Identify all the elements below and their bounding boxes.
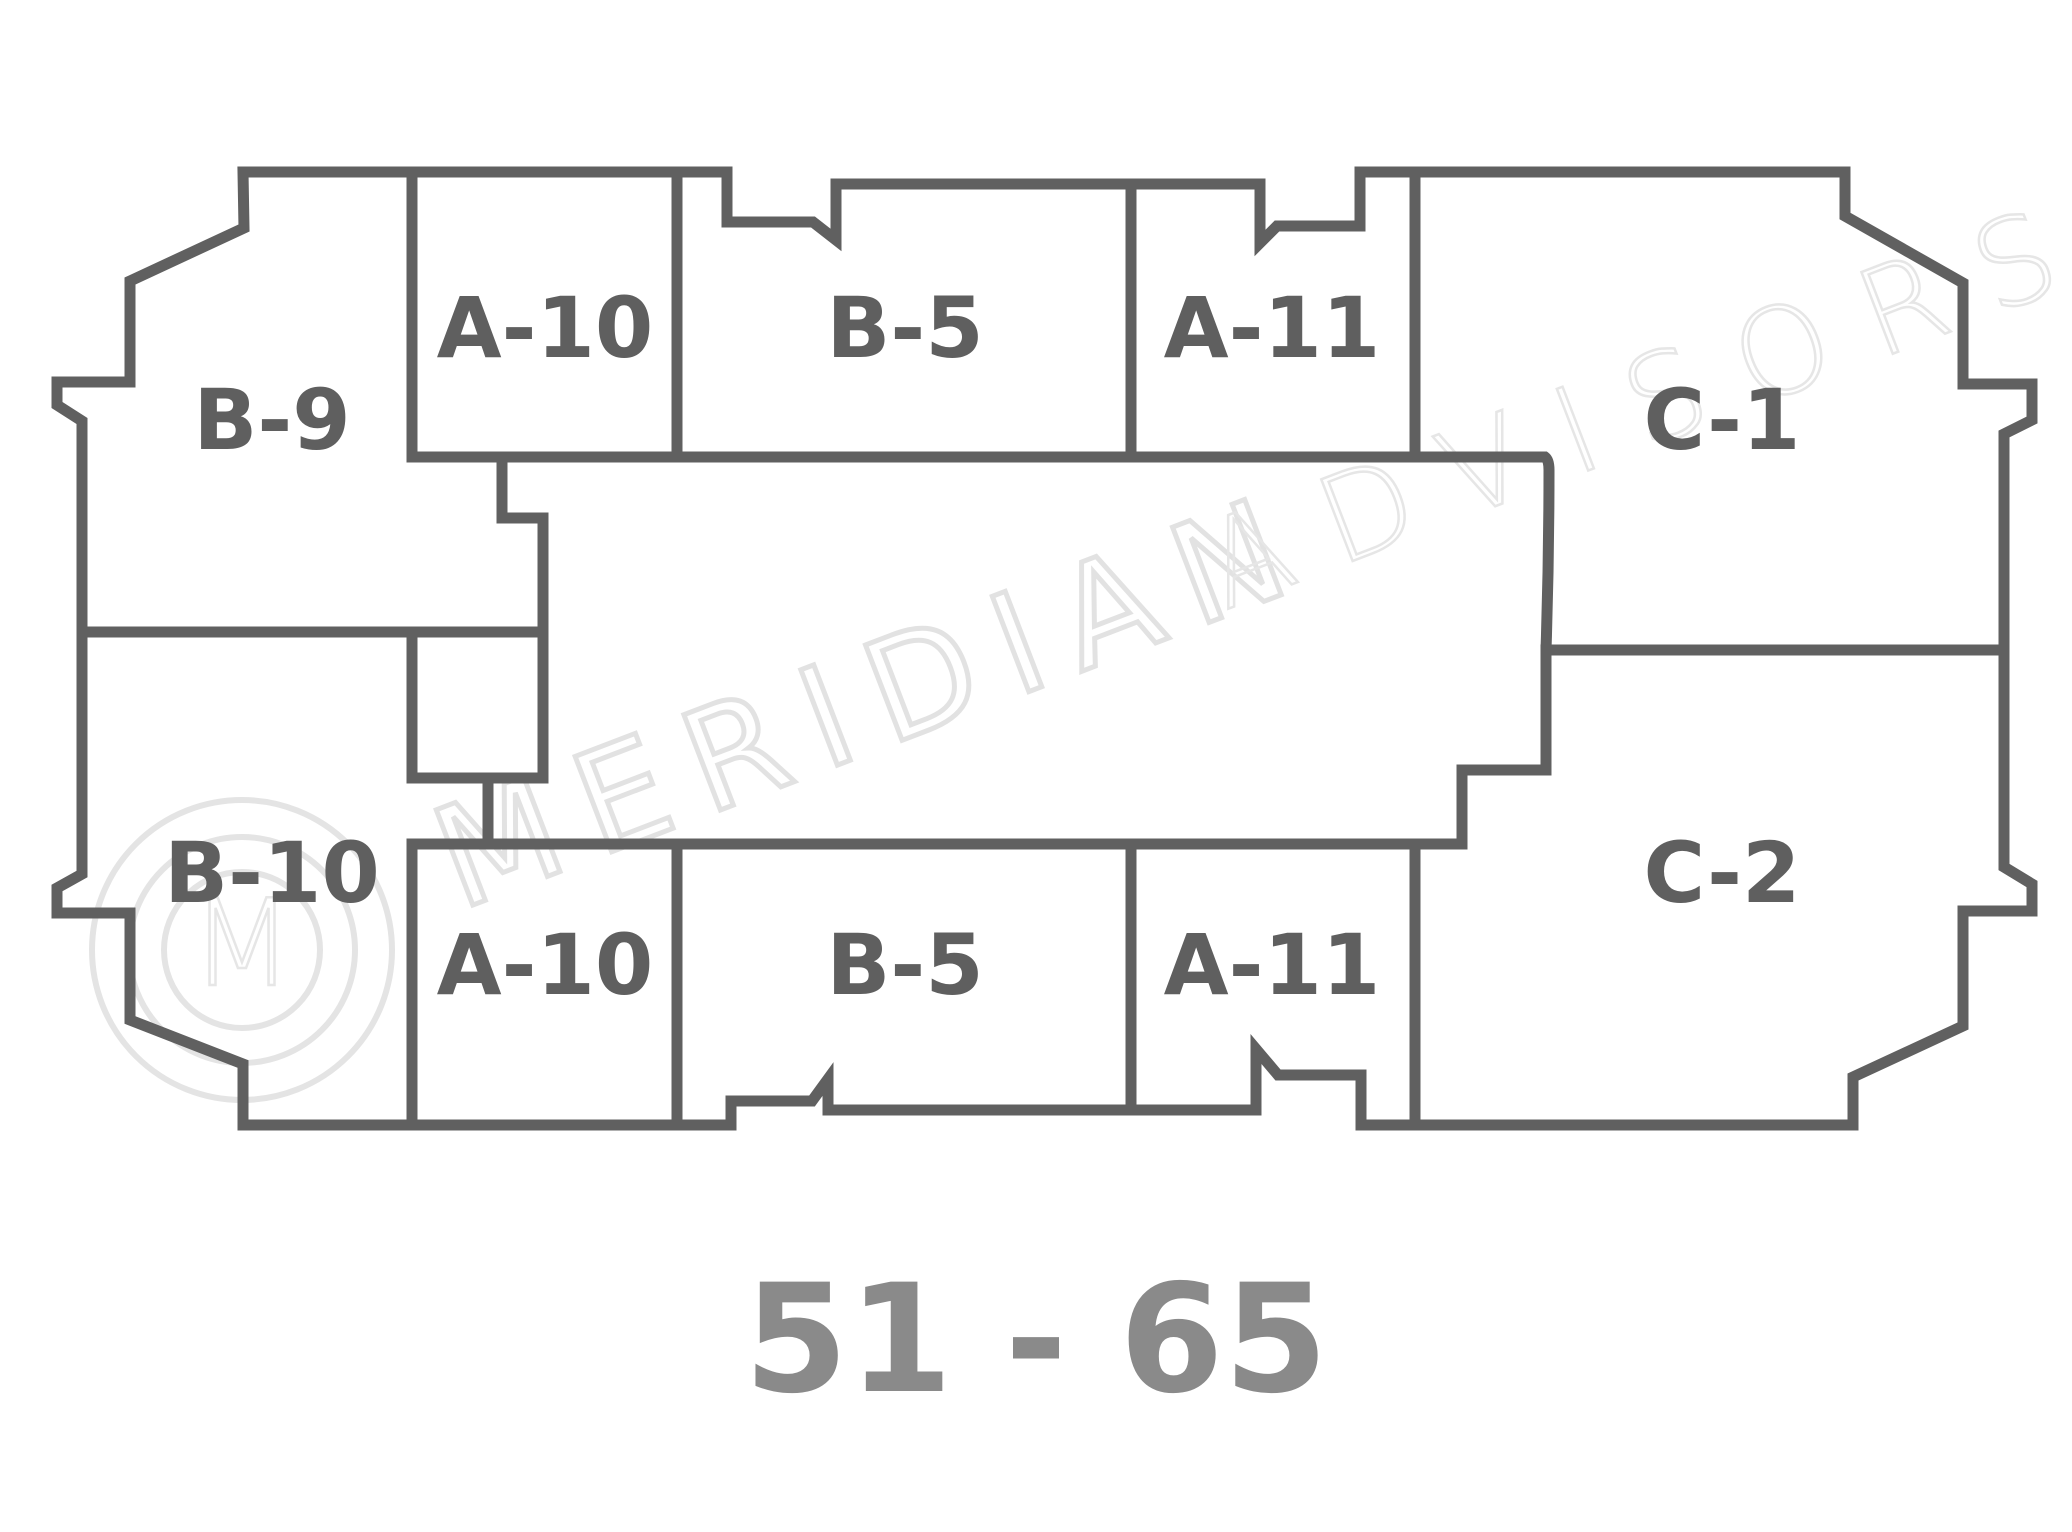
unit-label-b9: B-9 — [193, 371, 350, 469]
top-row-walls — [406, 166, 1421, 463]
building-outline — [51, 166, 2038, 1131]
unit-label-a11-top: A-11 — [1164, 279, 1381, 377]
unit-label-c1: C-1 — [1644, 371, 1801, 469]
bottom-row-walls — [406, 838, 1421, 1131]
unit-label-c2: C-2 — [1644, 824, 1801, 922]
floor-range: 51 - 65 — [744, 1253, 1328, 1427]
unit-label-a10-top: A-10 — [437, 279, 654, 377]
watermark-logo-letter: M — [190, 875, 294, 1014]
unit-labels: B-9 A-10 B-5 A-11 C-1 B-10 A-10 B-5 A-11… — [164, 279, 1800, 1014]
core-notch — [406, 451, 549, 784]
unit-label-a10-bottom: A-10 — [437, 916, 654, 1014]
unit-label-b5-top: B-5 — [826, 279, 983, 377]
unit-label-b10: B-10 — [164, 824, 380, 922]
unit-label-b5-bottom: B-5 — [826, 916, 983, 1014]
unit-label-a11-bottom: A-11 — [1164, 916, 1381, 1014]
watermark-tagline: ADVISORS — [1186, 170, 2072, 637]
